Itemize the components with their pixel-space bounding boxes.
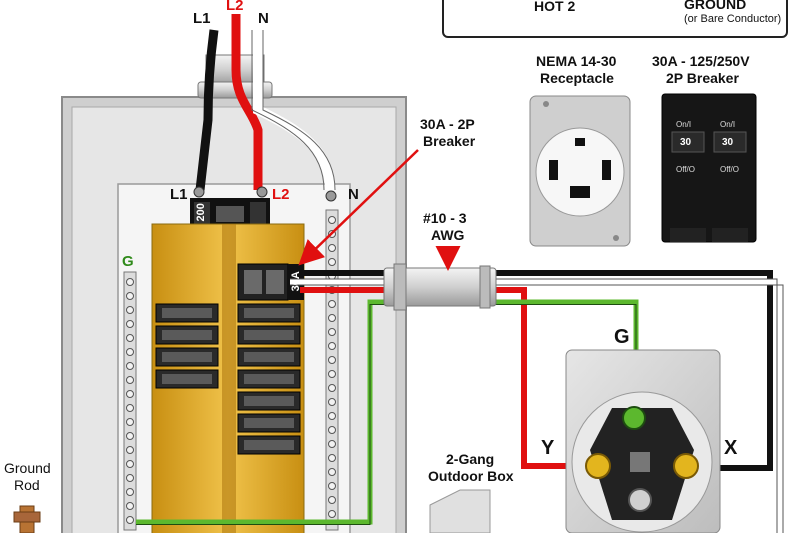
bar-screw	[126, 432, 134, 440]
legend-box	[442, 0, 788, 38]
l2-lug-label: L2	[272, 186, 290, 203]
breaker-photo-on-right: On/I	[720, 120, 736, 129]
breaker-toggle	[244, 352, 294, 362]
bar-screw	[126, 474, 134, 482]
breaker-toggle	[162, 374, 212, 384]
bar-screw	[328, 314, 336, 322]
terminal-y-label: Y	[541, 437, 555, 459]
cable-callout-line1: #10 - 3	[423, 210, 467, 226]
bar-screw	[328, 496, 336, 504]
ground-rod-line2: Rod	[14, 477, 40, 493]
bar-screw	[328, 440, 336, 448]
receptacle-photo	[529, 95, 631, 247]
branch-breakers	[155, 303, 301, 455]
bar-screw	[328, 412, 336, 420]
outdoor-box-line1: 2-Gang	[446, 451, 495, 467]
bar-screw	[328, 510, 336, 518]
outdoor-box	[429, 489, 491, 533]
ground-rod-line1: Ground	[4, 460, 51, 476]
breaker-toggle	[244, 396, 294, 406]
receptacle-title-line1: NEMA 14-30	[536, 53, 617, 69]
l1-lug-label: L1	[170, 186, 188, 203]
bar-screw	[126, 348, 134, 356]
legend-hot2-label: HOT 2	[534, 0, 576, 14]
bar-screw	[126, 460, 134, 468]
bar-screw	[328, 426, 336, 434]
bar-screw	[328, 384, 336, 392]
receptacle-box	[565, 349, 721, 533]
callout-arrows	[298, 149, 461, 271]
breaker-toggle	[244, 308, 294, 318]
bar-screw	[328, 258, 336, 266]
bar-screw	[328, 300, 336, 308]
bar-screw	[126, 446, 134, 454]
bar-screw	[328, 468, 336, 476]
bar-screw	[126, 418, 134, 426]
outdoor-box-line2: Outdoor Box	[428, 468, 514, 484]
breaker-photo-rating-right: 30	[722, 137, 734, 148]
bar-screw	[126, 334, 134, 342]
legend-ground-label: GROUND	[684, 0, 747, 12]
bar-screw	[328, 454, 336, 462]
breaker-callout-line2: Breaker	[423, 133, 476, 149]
bar-screw	[126, 404, 134, 412]
bar-screw	[328, 482, 336, 490]
breaker-toggle	[244, 440, 294, 450]
breaker-callout-line1: 30A - 2P	[420, 116, 475, 132]
breaker-photo-off-right: Off/O	[720, 165, 739, 174]
n-service-label: N	[258, 10, 269, 27]
breaker-photo-rating-left: 30	[680, 137, 692, 148]
cable-sheath	[383, 263, 497, 311]
breaker-toggle	[244, 418, 294, 428]
breaker-photo	[661, 93, 757, 243]
bar-screw	[328, 356, 336, 364]
l1-service-label: L1	[193, 10, 211, 27]
bar-screw	[328, 342, 336, 350]
breaker-toggle	[162, 330, 212, 340]
bar-screw	[126, 292, 134, 300]
legend-ground-note: (or Bare Conductor)	[684, 13, 782, 25]
breaker-toggle	[244, 330, 294, 340]
breaker-photo-off-left: Off/O	[676, 165, 695, 174]
l2-service-label: L2	[226, 0, 244, 14]
n-bar-label: N	[348, 186, 359, 203]
bar-screw	[328, 370, 336, 378]
bar-screw	[126, 502, 134, 510]
bar-screw	[328, 398, 336, 406]
bar-screw	[126, 376, 134, 384]
bar-screw	[126, 390, 134, 398]
branch-breaker-rating: 30A	[289, 271, 302, 292]
bar-screw	[328, 244, 336, 252]
panel-lugs	[193, 186, 337, 202]
breaker-toggle	[162, 308, 212, 318]
bar-screw	[126, 306, 134, 314]
branch-breaker-30a	[237, 263, 304, 301]
bar-screw	[126, 278, 134, 286]
receptacle-title-line2: Receptacle	[540, 70, 614, 86]
breaker-photo-on-left: On/I	[676, 120, 692, 129]
breaker-photo-title-line2: 2P Breaker	[666, 70, 739, 86]
terminal-g-label: G	[614, 326, 630, 348]
bar-screw	[328, 216, 336, 224]
breaker-toggle	[244, 374, 294, 384]
ground-rod	[13, 505, 41, 533]
bar-screw	[126, 362, 134, 370]
main-breaker-rating: 200	[194, 203, 207, 222]
breaker-photo-title-line1: 30A - 125/250V	[652, 53, 750, 69]
bar-screw	[126, 320, 134, 328]
service-wires	[195, 14, 336, 191]
bar-screw	[126, 488, 134, 496]
bar-screw	[328, 328, 336, 336]
bar-screw	[126, 516, 134, 524]
breaker-toggle	[162, 352, 212, 362]
ground-bar-label: G	[122, 253, 134, 270]
terminal-x-label: X	[724, 437, 738, 459]
cable-callout-line2: AWG	[431, 227, 465, 243]
